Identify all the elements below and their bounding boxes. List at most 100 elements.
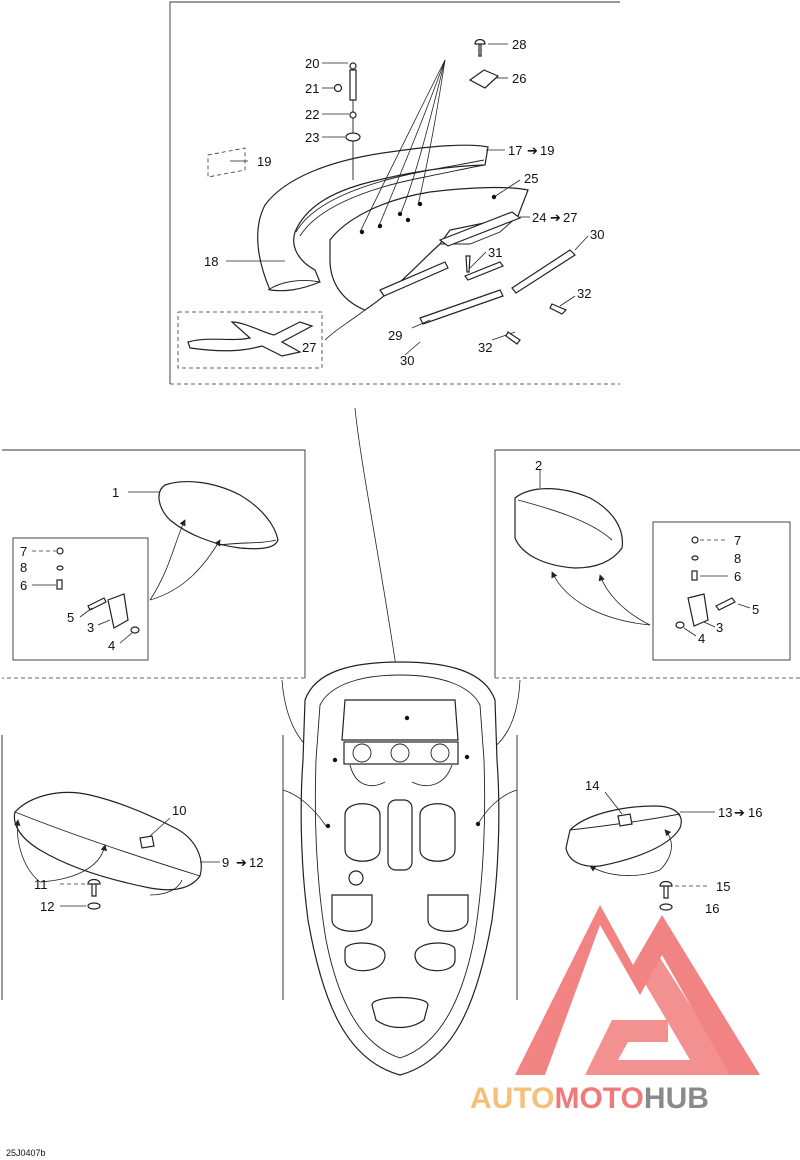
strip-30-upper — [511, 249, 576, 294]
left-middle-panel: 1 7 8 6 5 3 4 — [2, 449, 306, 679]
callout-19: 19 — [257, 154, 271, 169]
cup-holder-tray — [343, 741, 459, 765]
callout-27-range: 27 — [563, 210, 577, 225]
bow-storage — [371, 996, 429, 1029]
callout-27: 27 — [302, 340, 316, 355]
callout-31: 31 — [488, 245, 502, 260]
callout-5-left: 5 — [67, 610, 74, 625]
top-panel: 20 21 22 23 28 26 17 ➔ 19 25 24 ➔ 27 30 … — [169, 1, 620, 385]
callout-12: 12 — [40, 899, 54, 914]
callout-16-range: 16 — [748, 805, 762, 820]
callout-3-left: 3 — [87, 620, 94, 635]
callout-7-right: 7 — [734, 533, 741, 548]
callout-14: 14 — [585, 778, 599, 793]
callout-32-upper: 32 — [577, 286, 591, 301]
rail-front-cover — [257, 144, 489, 292]
washer-23 — [345, 132, 361, 142]
foot-well-left — [344, 942, 386, 972]
logo-triangle-mark — [515, 905, 760, 1075]
right-middle-panel: 2 7 8 6 5 3 4 — [494, 449, 800, 679]
diagram-code: 25J0407b — [6, 1148, 46, 1158]
spacer-6-right — [691, 570, 698, 581]
svg-text:➔: ➔ — [527, 143, 538, 158]
callout-2: 2 — [535, 458, 542, 473]
pin-31 — [465, 255, 471, 273]
decal-27 — [187, 321, 314, 357]
callout-29: 29 — [388, 328, 402, 343]
svg-text:➔: ➔ — [734, 805, 745, 820]
strip-31 — [464, 261, 504, 281]
right-hardware-box — [652, 521, 791, 661]
decal-27-box — [177, 311, 323, 369]
callout-30-upper: 30 — [590, 227, 604, 242]
washer-22 — [349, 111, 357, 119]
svg-text:➔: ➔ — [550, 210, 561, 225]
latch-14 — [617, 813, 633, 827]
callout-22: 22 — [305, 107, 319, 122]
callout-21: 21 — [305, 81, 319, 96]
screw-11 — [87, 878, 101, 897]
nut-7-left — [56, 547, 64, 555]
screw-32-upper — [549, 303, 568, 315]
screw-28 — [474, 38, 486, 57]
watermark-auto: AUTO — [470, 1082, 554, 1115]
callout-6-left: 6 — [20, 578, 27, 593]
callout-6-right: 6 — [734, 569, 741, 584]
spacer-6-left — [56, 579, 63, 590]
cushion-1 — [158, 480, 279, 550]
drain-center — [348, 870, 364, 886]
watermark-moto: MOTO — [554, 1082, 643, 1115]
foot-well-right — [414, 942, 456, 972]
seat-left-mid — [331, 894, 373, 932]
callout-7-left: 7 — [20, 544, 27, 559]
washer-8-right — [691, 555, 699, 561]
callout-4-right: 4 — [698, 631, 705, 646]
callout-20: 20 — [305, 56, 319, 71]
svg-text:AUTOMOTOHUB: AUTOMOTOHUB — [470, 1082, 709, 1115]
callout-4-left: 4 — [108, 638, 115, 653]
seat-right-mid — [427, 894, 469, 932]
seat-left-front — [344, 803, 381, 862]
svg-text:➔: ➔ — [236, 855, 247, 870]
callout-11: 11 — [34, 877, 48, 892]
bracket-3-right — [687, 593, 709, 627]
callout-24: 24 — [532, 210, 546, 225]
decal-19 — [207, 147, 246, 178]
callout-16: 16 — [705, 901, 719, 916]
washer-4-left — [130, 626, 140, 634]
center-channel — [387, 799, 413, 871]
callout-12-range: 12 — [249, 855, 263, 870]
callout-10: 10 — [172, 803, 186, 818]
callout-8-right: 8 — [734, 551, 741, 566]
callout-30-lower: 30 — [400, 353, 414, 368]
callout-5-right: 5 — [752, 602, 759, 617]
seat-right-front — [419, 803, 456, 862]
callout-18: 18 — [204, 254, 218, 269]
callout-13: 13 — [718, 805, 732, 820]
left-hardware-box — [12, 537, 149, 661]
callout-1: 1 — [112, 485, 119, 500]
cushion-2 — [514, 488, 624, 569]
strip-24 — [438, 211, 522, 247]
clip-26 — [468, 69, 500, 89]
strip-30-lower — [419, 289, 504, 325]
callout-26: 26 — [512, 71, 526, 86]
watermark-hub: HUB — [644, 1082, 709, 1115]
bracket-3-left — [107, 593, 129, 629]
washer-4-right — [675, 621, 685, 629]
hull — [300, 661, 500, 1076]
callout-17: 17 — [508, 143, 522, 158]
washer-8-left — [56, 565, 64, 571]
callout-28: 28 — [512, 37, 526, 52]
callout-25: 25 — [524, 171, 538, 186]
seat-cushion-13 — [565, 805, 682, 867]
callout-9: 9 — [222, 855, 229, 870]
lower-right-group: 14 13 ➔ 16 15 16 — [565, 778, 762, 916]
grommet-12 — [87, 902, 101, 910]
grommet-16 — [659, 903, 673, 911]
screw-32-lower — [505, 331, 521, 345]
screw-20 — [349, 69, 357, 101]
screw-15 — [659, 880, 673, 899]
screw-5-right — [715, 597, 736, 611]
